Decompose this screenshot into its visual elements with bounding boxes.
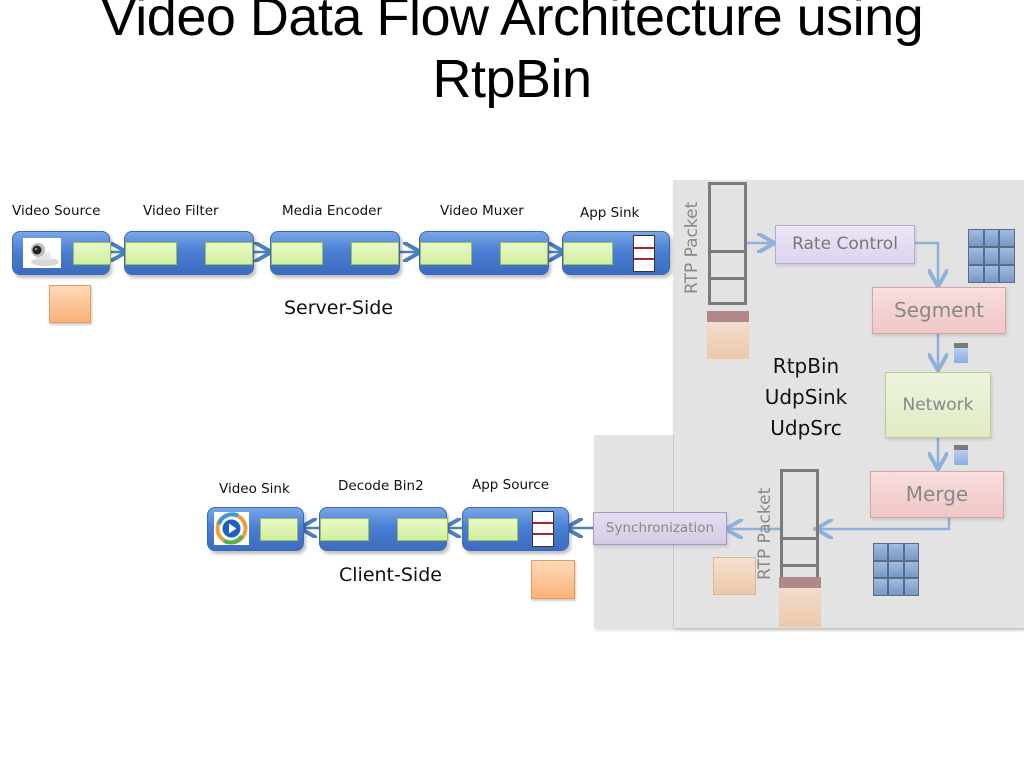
element-video-source[interactable] — [12, 231, 111, 275]
rtp-packet-queue-top — [708, 182, 747, 305]
sink-pad — [420, 242, 472, 265]
sink-pad — [125, 242, 177, 265]
src-pad — [205, 242, 253, 265]
element-video-sink[interactable] — [207, 507, 304, 551]
rtp-packet-label-top: RTP Packet — [682, 201, 702, 294]
rtp-packet-queue-bottom — [780, 469, 819, 585]
arrow-rate-to-segment — [914, 241, 938, 284]
buffer-icon — [531, 560, 575, 599]
src-pad — [468, 518, 518, 541]
udpsink-label: UdpSink — [764, 385, 848, 409]
sink-pad — [563, 242, 613, 265]
label-video-filter: Video Filter — [143, 203, 219, 219]
network-stage[interactable]: Network — [885, 372, 991, 438]
label-decode-bin2: Decode Bin2 — [338, 478, 424, 494]
udpsrc-label: UdpSrc — [770, 416, 842, 440]
frame-grid-icon — [968, 229, 1015, 283]
packet-icon — [954, 343, 968, 363]
server-side-label: Server-Side — [284, 297, 394, 319]
src-pad — [320, 518, 369, 541]
frame-grid-icon — [873, 543, 919, 596]
src-pad — [351, 242, 399, 265]
rtp-buffer-bottom — [779, 577, 821, 627]
src-pad — [73, 242, 111, 265]
element-app-sink[interactable] — [562, 231, 670, 275]
client-side-label: Client-Side — [339, 564, 442, 586]
sink-pad — [397, 518, 448, 541]
media-player-icon — [214, 512, 249, 545]
element-video-muxer[interactable] — [419, 231, 549, 275]
label-app-source: App Source — [472, 477, 550, 493]
sink-pad — [271, 242, 323, 265]
rate-control-stage[interactable]: Rate Control — [775, 225, 915, 264]
element-video-filter[interactable] — [124, 231, 254, 275]
sink-pad — [260, 518, 298, 541]
buffer-icon — [49, 285, 91, 323]
queue-icon — [532, 511, 554, 547]
rtpbin-label: RtpBin — [772, 354, 840, 378]
src-pad — [500, 242, 548, 265]
queue-icon — [633, 235, 655, 272]
element-decode-bin2[interactable] — [319, 507, 448, 551]
buffer-icon-faded — [713, 557, 756, 595]
rtp-packet-label-bottom: RTP Packet — [755, 487, 775, 580]
label-video-source: Video Source — [12, 203, 101, 219]
label-video-sink: Video Sink — [219, 481, 290, 497]
element-app-source[interactable] — [462, 507, 569, 551]
label-media-encoder: Media Encoder — [282, 203, 383, 219]
synchronization-stage[interactable]: Synchronization — [593, 512, 727, 545]
transport-elements-label: RtpBin UdpSink UdpSrc — [748, 351, 864, 444]
rtp-buffer-top — [707, 311, 749, 359]
merge-stage[interactable]: Merge — [870, 471, 1004, 518]
label-video-muxer: Video Muxer — [440, 203, 524, 219]
segment-stage[interactable]: Segment — [872, 287, 1006, 334]
packet-icon — [954, 445, 968, 465]
arrow-merge-to-rtp — [818, 516, 951, 529]
webcam-icon — [23, 238, 61, 268]
label-app-sink: App Sink — [580, 205, 640, 221]
element-media-encoder[interactable] — [270, 231, 400, 275]
